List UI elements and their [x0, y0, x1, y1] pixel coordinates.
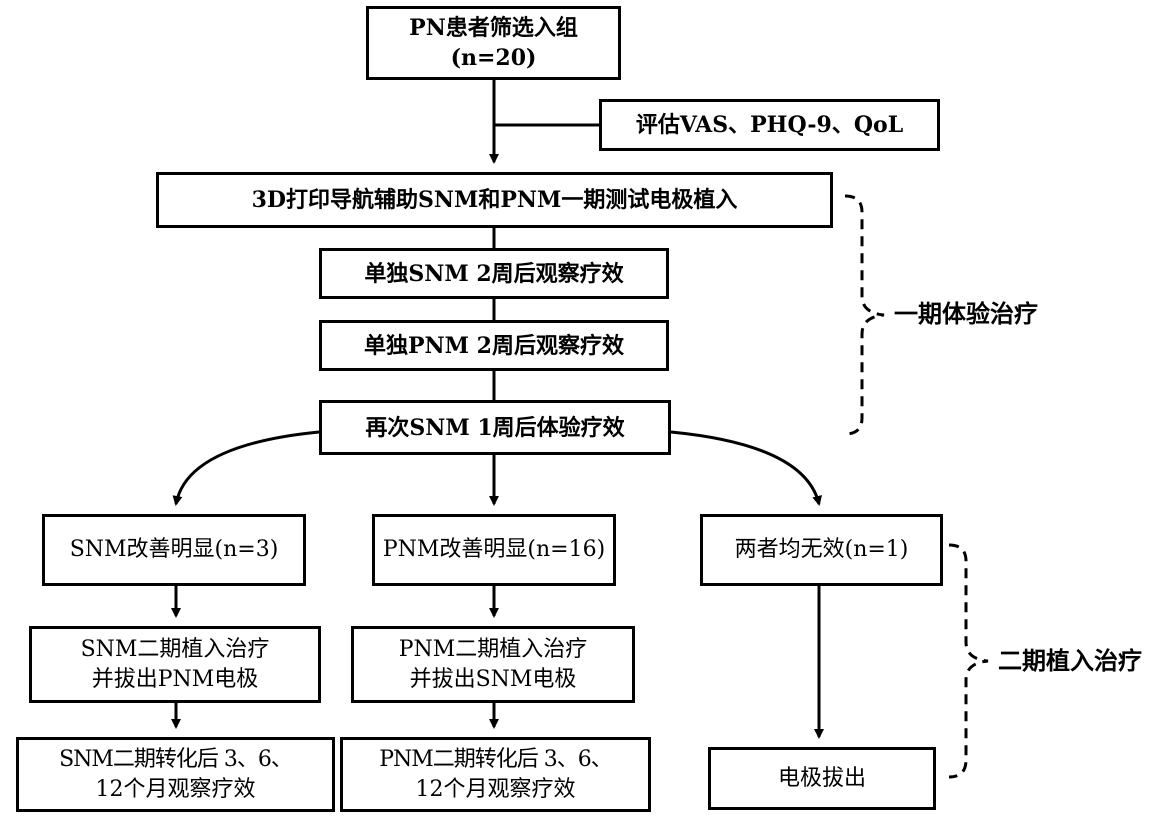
phase1-implant-text: 3D打印导航辅助SNM和PNM一期测试电极植入	[251, 187, 738, 213]
branch-pnm-box: PNM改善明显(n=16)	[372, 514, 616, 586]
pnm-stage2-line1: PNM二期植入治疗	[398, 636, 588, 662]
snm-again-box: 再次SNM 1周后体验疗效	[319, 400, 671, 455]
branch-snm-box: SNM改善明显(n=3)	[42, 514, 306, 586]
phase1-implant-box: 3D打印导航辅助SNM和PNM一期测试电极植入	[156, 172, 833, 228]
branch-none-box: 两者均无效(n=1)	[700, 514, 943, 586]
snm-followup-line2: 12个月观察疗效	[95, 776, 256, 802]
snm-alone-text: 单独SNM 2周后观察疗效	[364, 260, 624, 287]
snm-alone-box: 单独SNM 2周后观察疗效	[319, 248, 669, 299]
arrow-to-branch-none	[670, 430, 823, 506]
pnm-followup-line1: PNM二期转化后 3、6、	[379, 746, 613, 772]
pnm-stage2-line2: 并拔出SNM电极	[409, 666, 577, 692]
pnm-stage2-box: PNM二期植入治疗 并拔出SNM电极	[351, 626, 635, 703]
pnm-alone-box: 单独PNM 2周后观察疗效	[319, 320, 669, 371]
electrode-removal-text: 电极拔出	[777, 765, 866, 791]
snm-stage2-box: SNM二期植入治疗 并拔出PNM电极	[29, 626, 321, 703]
snm-followup-box: SNM二期转化后 3、6、 12个月观察疗效	[16, 737, 335, 812]
snm-stage2-line2: 并拔出PNM电极	[91, 666, 259, 692]
branch-pnm-text: PNM改善明显(n=16)	[382, 537, 606, 562]
pnm-followup-box: PNM二期转化后 3、6、 12个月观察疗效	[340, 737, 651, 812]
assessment-box: 评估VAS、PHQ-9、QoL	[599, 99, 940, 151]
enroll-count: (n=20)	[450, 45, 537, 71]
enroll-box: PN患者筛选入组 (n=20)	[366, 6, 621, 80]
phase1-brace	[844, 194, 885, 436]
phase2-brace	[948, 543, 989, 779]
pnm-followup-line2: 12个月观察疗效	[415, 776, 576, 802]
branch-none-text: 两者均无效(n=1)	[734, 537, 909, 562]
phase1-label: 一期体验治疗	[894, 299, 1038, 328]
snm-again-text: 再次SNM 1周后体验疗效	[365, 414, 625, 441]
arrow-to-branch-snm	[172, 430, 320, 506]
snm-followup-line1: SNM二期转化后 3、6、	[59, 746, 293, 772]
pnm-alone-text: 单独PNM 2周后观察疗效	[364, 332, 624, 359]
phase2-label: 二期植入治疗	[998, 646, 1142, 675]
branch-snm-text: SNM改善明显(n=3)	[69, 537, 279, 562]
assessment-text: 评估VAS、PHQ-9、QoL	[635, 112, 904, 138]
snm-stage2-line1: SNM二期植入治疗	[80, 636, 270, 662]
electrode-removal-box: 电极拔出	[708, 747, 936, 810]
enroll-title: PN患者筛选入组	[409, 15, 578, 41]
